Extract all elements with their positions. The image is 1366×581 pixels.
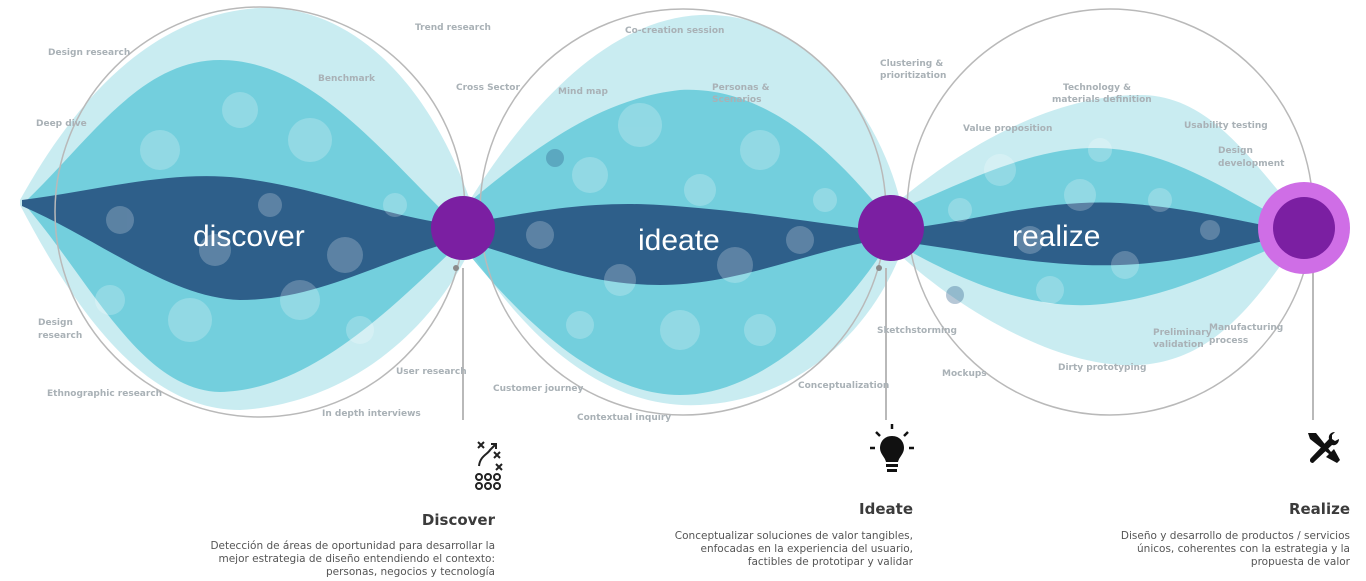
method-label: Ethnographic research [47,389,162,399]
bubbles [95,92,1220,350]
method-label: Design [38,318,73,328]
method-label: Cross Sector [456,83,520,93]
method-label: Scenarios [712,95,761,105]
method-label: Personas & [712,83,770,93]
method-label: In depth interviews [322,409,421,419]
description-line: Detección de áreas de oportunidad para d… [210,540,495,552]
method-label: process [1209,336,1248,346]
tools-icon [1308,432,1340,463]
discover-dot [453,265,459,271]
description-line: Conceptualizar soluciones de valor tangi… [674,530,913,542]
ideate-title: Ideate [859,500,913,518]
strategy-play-icon [475,441,503,490]
method-label: Design research [48,48,130,58]
realize-big-label: realize [1012,220,1100,253]
method-label: Conceptualization [798,381,889,391]
method-label: Preliminary [1153,328,1212,338]
ideate-big-label: ideate [638,224,720,257]
realize-title: Realize [1288,500,1350,518]
discover-milestone [431,196,495,260]
description-line: Diseño y desarrollo de productos / servi… [1120,530,1350,542]
description-line: propuesta de valor [1250,556,1350,568]
method-label: Usability testing [1184,121,1268,131]
method-label: Dirty prototyping [1058,363,1146,373]
method-label: validation [1153,340,1204,350]
description-line: factibles de prototipar y validar [747,556,913,568]
description-line: personas, negocios y tecnología [325,566,495,578]
description-line: únicos, coherentes con la estrategia y l… [1137,543,1350,555]
method-label: Sketchstorming [877,326,957,336]
method-label: Clustering & [880,59,943,69]
method-label: Value proposition [963,124,1052,134]
method-label: Trend research [415,23,491,33]
method-label: materials definition [1052,95,1152,105]
method-label: Technology & [1063,83,1131,93]
realize-description: Diseño y desarrollo de productos / servi… [930,530,1350,569]
method-label: Manufacturing [1209,323,1283,333]
method-label: Design [1218,146,1253,156]
method-label: Benchmark [318,74,376,84]
ideate-milestone [858,195,924,261]
discover-title: Discover [421,511,495,529]
ideate-section: Ideate Conceptualizar soluciones de valo… [493,500,913,569]
realize-milestone-core [1273,197,1335,259]
discover-big-label: discover [193,220,305,253]
description-line: enfocadas en la experiencia del usuario, [700,543,913,555]
method-label: Mind map [558,87,608,97]
discover-section: Discover Detección de áreas de oportunid… [75,500,495,579]
method-label: Deep dive [36,119,87,129]
description-line: mejor estrategia de diseño entendiendo e… [218,553,495,565]
core-band [22,176,1295,300]
method-label: User research [396,367,467,377]
bubbles-dark [546,149,964,304]
ideate-dot [876,265,882,271]
lightbulb-icon [870,424,914,472]
method-label: research [38,331,82,341]
method-label: development [1218,159,1285,169]
discover-description: Detección de áreas de oportunidad para d… [75,540,495,579]
ideate-description: Conceptualizar soluciones de valor tangi… [493,530,913,569]
method-label: prioritization [880,71,946,81]
realize-section: Realize Diseño y desarrollo de productos… [930,500,1350,569]
method-label: Customer journey [493,384,584,394]
method-label: Contextual inquiry [577,413,671,423]
method-label: Co-creation session [625,26,724,36]
method-label: Mockups [942,369,987,379]
